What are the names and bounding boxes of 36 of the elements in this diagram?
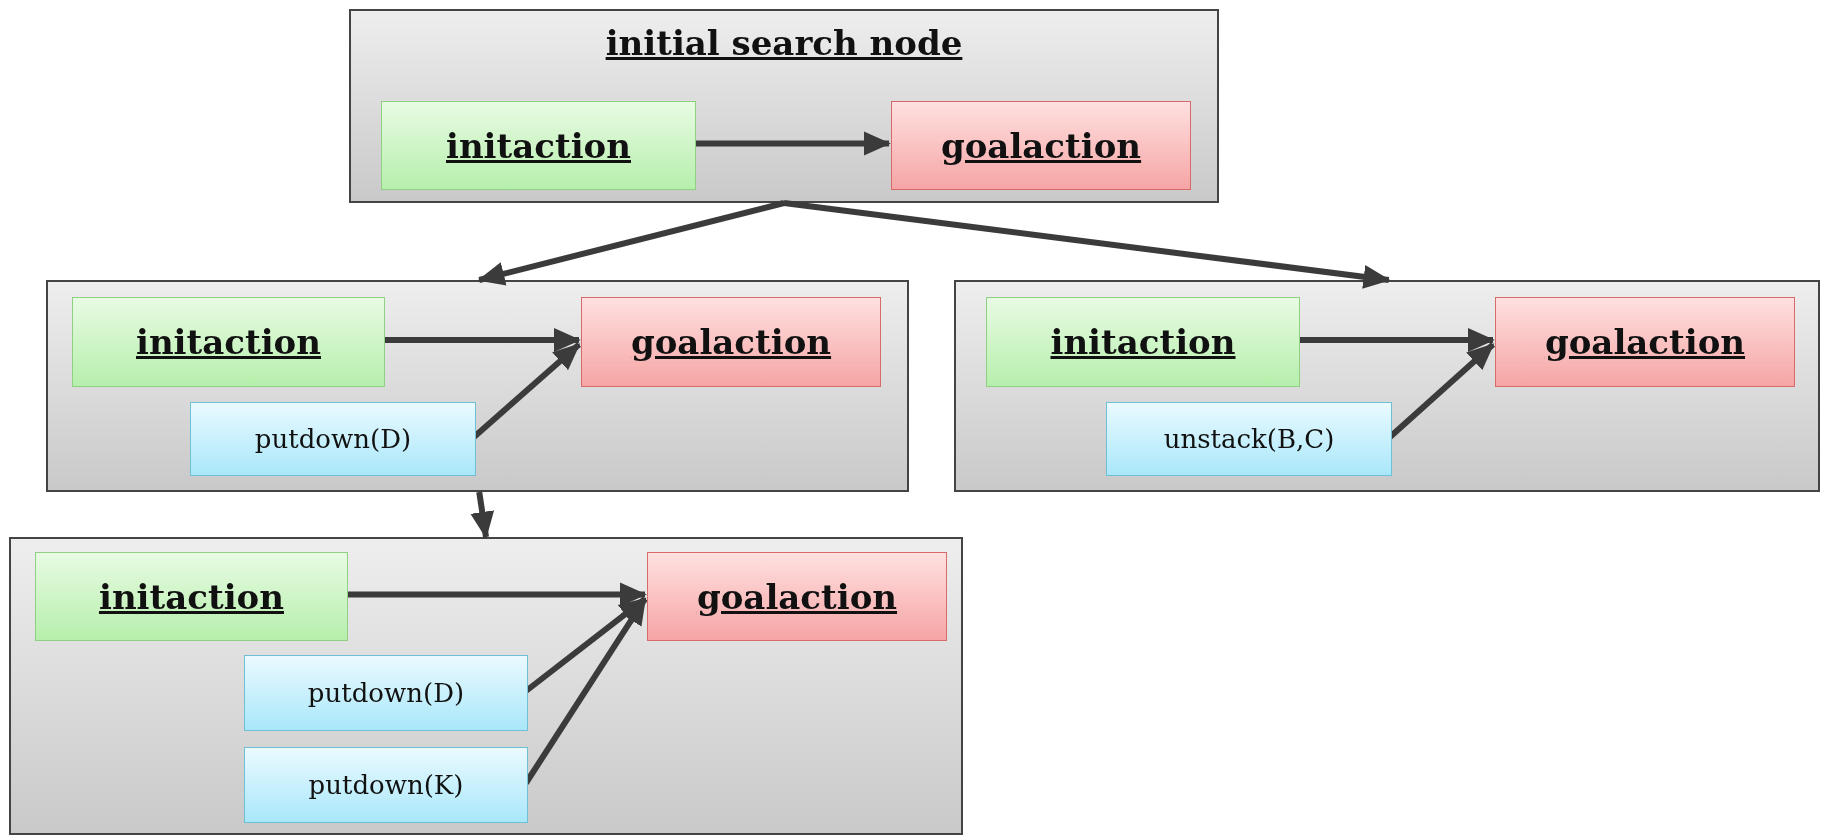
arrow (1298, 328, 1495, 352)
goal-action-box (891, 101, 1191, 190)
init-action-box (986, 297, 1300, 387)
action-label: initaction (136, 322, 321, 362)
action-label: initaction (99, 576, 284, 617)
search-node-panel (9, 537, 963, 835)
action-step-box (244, 655, 528, 731)
search-node-panel (349, 9, 1219, 203)
arrow (346, 582, 647, 607)
node-title: initial search node (605, 23, 963, 63)
search-node-panel (46, 280, 909, 492)
action-label: initaction (1050, 322, 1236, 362)
search-node-panel (954, 280, 1820, 492)
arrow (477, 200, 785, 286)
action-label: goalaction (940, 125, 1142, 166)
action-step-box (244, 747, 528, 823)
action-step-box (190, 402, 476, 476)
action-step-box (1106, 402, 1392, 476)
arrow (470, 491, 495, 539)
action-label: goalaction (1544, 322, 1746, 362)
goal-action-box (581, 297, 881, 387)
action-label: putdown(D) (254, 424, 412, 454)
arrow (694, 131, 891, 156)
action-label: goalaction (630, 322, 832, 362)
init-action-box (381, 101, 696, 190)
goal-action-box (1495, 297, 1795, 387)
init-action-box (72, 297, 385, 387)
action-label: initaction (446, 125, 631, 166)
action-label: putdown(D) (307, 678, 465, 708)
goal-action-box (647, 552, 947, 641)
init-action-box (35, 552, 348, 641)
arrow (783, 200, 1391, 289)
action-label: goalaction (696, 576, 898, 617)
action-label: unstack(B,C) (1163, 424, 1335, 454)
arrow (383, 328, 581, 352)
action-label: putdown(K) (308, 770, 464, 800)
